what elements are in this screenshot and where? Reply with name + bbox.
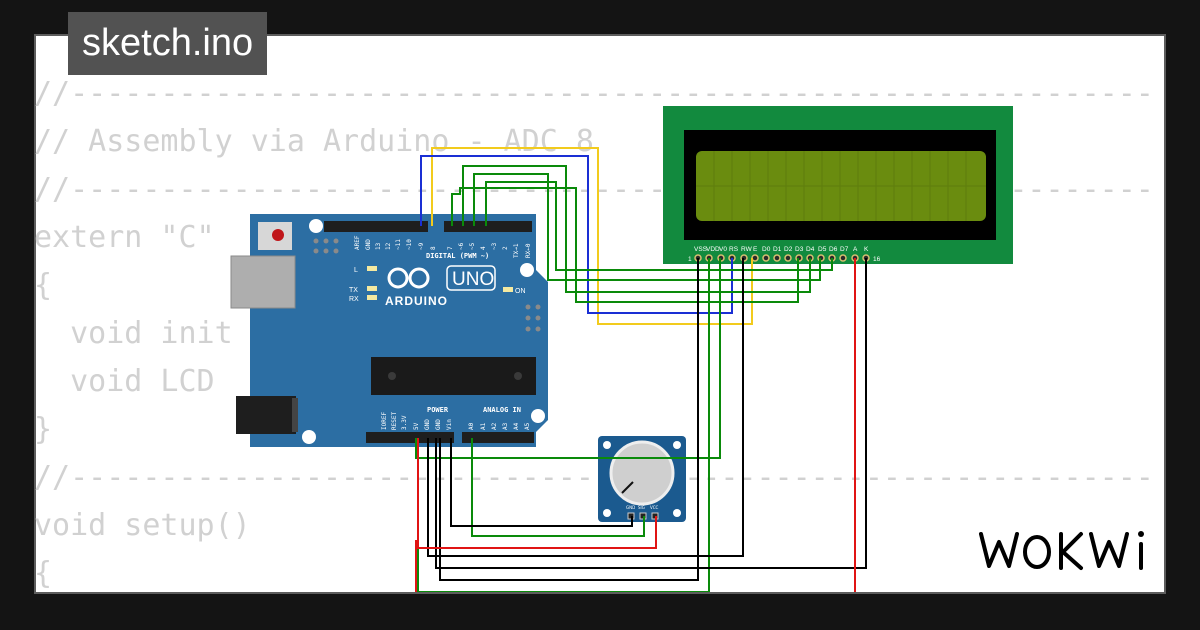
pin-label: ~5 xyxy=(469,242,476,250)
pin-label: 8 xyxy=(430,246,437,250)
code-line: void setup() xyxy=(34,508,251,543)
lcd-pin-label: D6 xyxy=(829,246,838,253)
lcd-pin-label: D3 xyxy=(795,246,804,253)
lcd-pin-label: D4 xyxy=(806,246,815,253)
arduino-uno-board[interactable]: ARDUINO UNO DIGITAL (PWM ~) POWER ANALOG… xyxy=(230,214,548,447)
pin-label: RESET xyxy=(391,412,398,430)
code-line: extern "C" xyxy=(34,220,215,255)
pin-label: IOREF xyxy=(381,412,388,430)
pin-label: GND xyxy=(435,419,442,430)
code-line: } xyxy=(34,412,53,447)
lcd-pin-label: V0 xyxy=(719,246,727,253)
pin-label: A3 xyxy=(502,422,509,430)
pin-label: A2 xyxy=(491,422,498,430)
lcd-display[interactable]: VSS VDD V0 RS RW E D0 D1 D2 D3 D4 D5 D6 … xyxy=(663,106,1013,264)
pin-label: 5V xyxy=(413,422,420,430)
code-line: //--------------------------------------… xyxy=(34,76,1154,111)
led-label-tx: TX xyxy=(349,287,358,294)
pin-label: A4 xyxy=(513,422,520,430)
led-label-l: L xyxy=(354,267,358,274)
pin-label: 13 xyxy=(375,242,382,250)
lcd-pin-label: D7 xyxy=(840,246,849,253)
pin-label: GND xyxy=(365,239,372,250)
pot-pin-label: SIG xyxy=(638,505,645,510)
file-tab[interactable]: sketch.ino xyxy=(68,12,268,75)
lcd-pin-label: RS xyxy=(729,246,739,253)
lcd-pin-label: RW xyxy=(741,246,753,253)
code-line: // Assembly via Arduino - ADC 8 xyxy=(34,124,594,159)
arduino-brand: ARDUINO xyxy=(385,294,448,308)
lcd-pin-label: A xyxy=(853,246,858,253)
led-label-rx: RX xyxy=(349,296,359,303)
pin-label: Vin xyxy=(446,419,453,430)
pin-label: ~10 xyxy=(406,239,413,250)
pin-label: ~9 xyxy=(418,242,425,250)
lcd-pin-label: D1 xyxy=(773,246,782,253)
code-line: { xyxy=(34,556,53,591)
pin-label: A0 xyxy=(468,422,475,430)
pin-label: A5 xyxy=(524,422,531,430)
lcd-first-pin: 1 xyxy=(688,256,692,263)
code-editor: //--------------------------------------… xyxy=(34,70,1154,598)
pin-label: TX→1 xyxy=(513,243,520,258)
frame-bottom xyxy=(0,594,1200,630)
lcd-pin-label: D0 xyxy=(762,246,771,253)
code-line: void init xyxy=(34,316,233,351)
digital-header-label: DIGITAL (PWM ~) xyxy=(426,252,489,260)
lcd-pin-label: E xyxy=(753,246,758,253)
pin-label: AREF xyxy=(354,235,361,250)
lcd-pin-label: D5 xyxy=(818,246,827,253)
pin-label: ~11 xyxy=(395,239,402,250)
pin-label: GND xyxy=(424,419,431,430)
code-line: //--------------------------------------… xyxy=(34,460,1154,495)
pin-label: 7 xyxy=(447,246,454,250)
pot-pin-label: GND xyxy=(626,505,635,510)
analog-header-label: ANALOG IN xyxy=(483,406,521,414)
potentiometer[interactable]: GND SIG VCC xyxy=(598,436,686,522)
code-line: void LCD xyxy=(34,364,215,399)
frame-bottom-border xyxy=(34,592,1166,594)
pin-label: ~6 xyxy=(458,242,465,250)
pin-label: 12 xyxy=(385,242,392,250)
lcd-pin-label: VDD xyxy=(706,246,720,253)
led-label-on: ON xyxy=(515,288,526,295)
lcd-pin-label: D2 xyxy=(784,246,793,253)
pin-label: 3.3V xyxy=(401,415,408,430)
lcd-last-pin: 16 xyxy=(873,256,881,263)
pin-label: 2 xyxy=(502,246,509,250)
arduino-model: UNO xyxy=(452,269,494,290)
pin-label: A1 xyxy=(480,422,487,430)
power-header-label: POWER xyxy=(427,406,449,414)
lcd-pin-label: K xyxy=(864,246,869,253)
pin-label: ~3 xyxy=(491,242,498,250)
pin-label: 4 xyxy=(480,246,487,250)
code-line: { xyxy=(34,268,53,303)
lcd-pin-label: VSS xyxy=(694,246,708,253)
pin-label: RX←0 xyxy=(525,243,532,258)
wokwi-logo xyxy=(979,531,1144,570)
pot-pin-label: VCC xyxy=(650,505,659,510)
